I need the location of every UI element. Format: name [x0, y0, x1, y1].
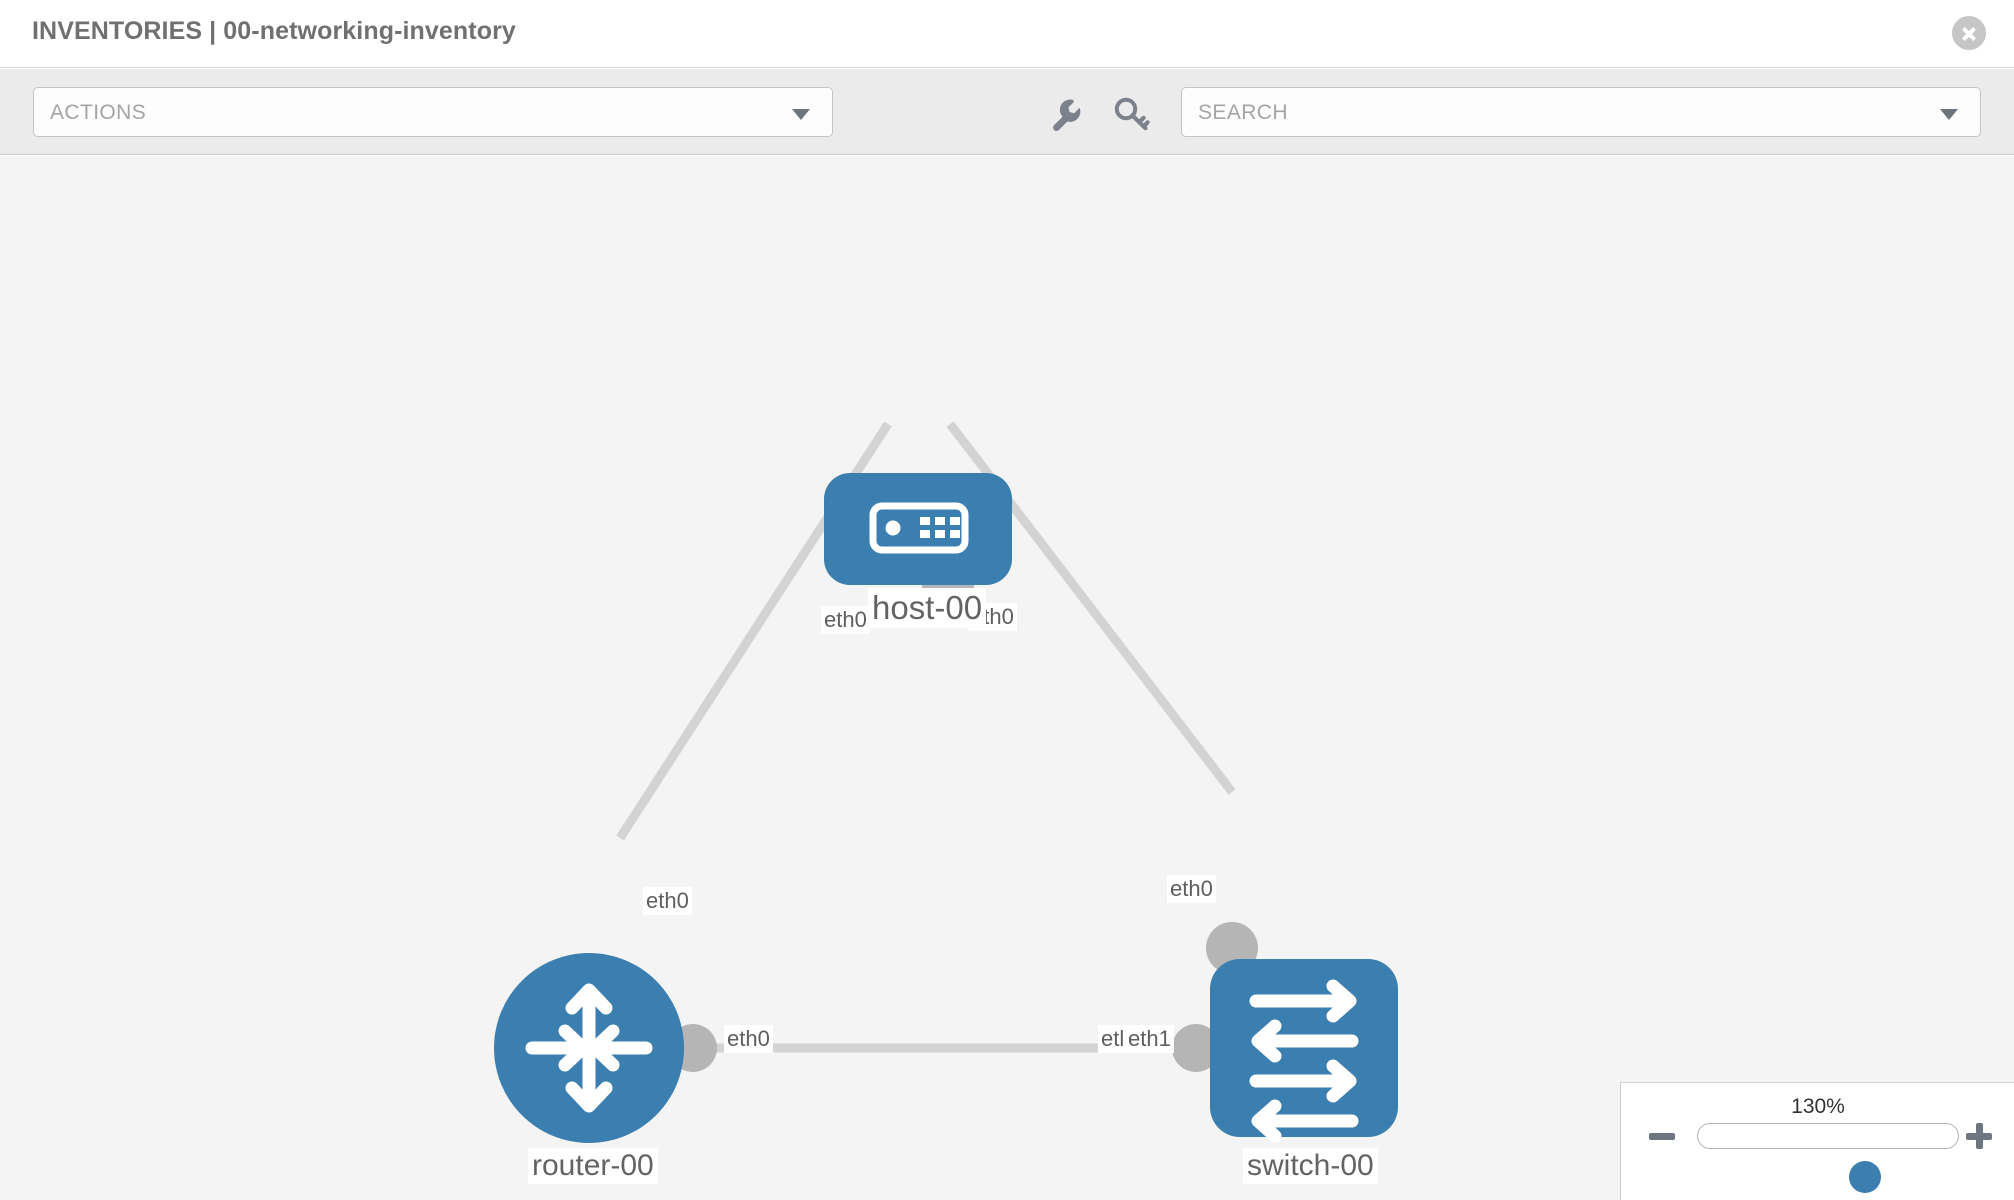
router-arrows-icon — [525, 983, 653, 1113]
topology-canvas[interactable]: eth0 eth0 eth0 eth0 eth0 etl eth1 host-0… — [0, 156, 2014, 1200]
chevron-down-icon — [792, 109, 810, 120]
close-icon[interactable] — [1952, 16, 1986, 50]
switch-arrows-icon — [1249, 979, 1359, 1143]
zoom-slider-handle[interactable] — [1849, 1161, 1881, 1193]
search-input-placeholder: SEARCH — [1198, 101, 1288, 124]
node-router-00-hit[interactable] — [494, 953, 684, 1143]
node-label-host-00: host-00 — [868, 588, 987, 628]
node-label-router-00: router-00 — [528, 1148, 658, 1184]
toolbar: ACTIONS SEARCH — [0, 69, 2014, 155]
page-header: INVENTORIES | 00-networking-inventory — [0, 0, 2014, 68]
topology-graph — [494, 421, 1398, 1143]
iface-label-router-right: eth0 — [724, 1025, 773, 1053]
actions-dropdown-label: ACTIONS — [50, 101, 147, 124]
chevron-down-icon — [1940, 109, 1958, 120]
zoom-out-button[interactable] — [1649, 1133, 1675, 1140]
page-title: INVENTORIES | 00-networking-inventory — [32, 17, 516, 45]
node-host-00-hit[interactable] — [824, 473, 1012, 585]
port-switch-left — [1172, 1024, 1220, 1072]
zoom-control-panel: 130% — [1620, 1082, 2014, 1200]
iface-label-host-left: eth0 — [821, 606, 870, 634]
server-icon — [869, 502, 969, 554]
node-switch-00-hit[interactable] — [1210, 959, 1398, 1137]
search-dropdown[interactable]: SEARCH — [1181, 87, 1981, 137]
key-icon[interactable] — [1111, 94, 1153, 134]
node-router-00 — [494, 953, 684, 1143]
topology-ports — [669, 562, 1258, 1072]
node-host-00 — [824, 473, 1012, 585]
zoom-percent-label: 130% — [1791, 1095, 1845, 1118]
iface-label-switch-left-underneath: etl — [1098, 1025, 1128, 1053]
actions-dropdown[interactable]: ACTIONS — [33, 87, 833, 137]
iface-label-switch-upper: eth0 — [1167, 875, 1216, 903]
wrench-icon[interactable] — [1043, 94, 1085, 134]
zoom-slider-track[interactable] — [1697, 1123, 1959, 1193]
zoom-in-button[interactable] — [1964, 1121, 1994, 1151]
iface-label-router-upper: eth0 — [643, 887, 692, 915]
node-label-switch-00: switch-00 — [1243, 1148, 1378, 1184]
iface-label-switch-left: eth1 — [1125, 1025, 1174, 1053]
node-switch-00 — [1210, 959, 1398, 1143]
